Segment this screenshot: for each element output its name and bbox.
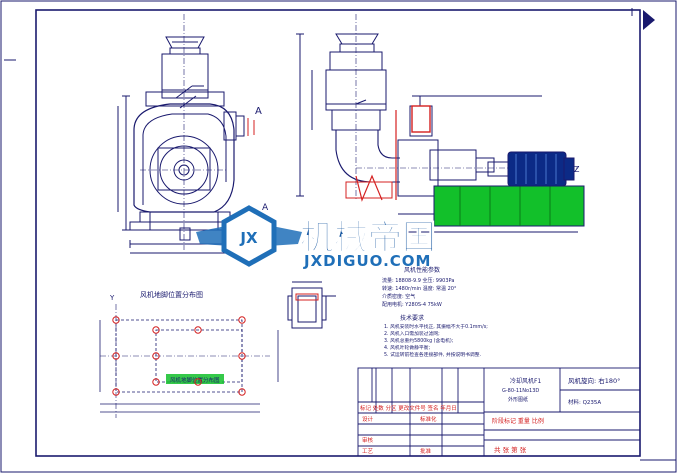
title-stage-mark: 阶段标记 重量 比例 bbox=[492, 417, 544, 425]
axis-label-z: Z bbox=[574, 165, 580, 174]
side-red-base bbox=[345, 181, 393, 199]
foundation-green-strip bbox=[166, 374, 224, 384]
tech-param-line-4: 配用电机: Y280S-4 75kW bbox=[382, 301, 442, 308]
tech-param-line-3: 介质密度: 空气 bbox=[382, 293, 415, 300]
view-marker-a: A bbox=[255, 106, 262, 117]
title-standardize: 标准化 bbox=[420, 415, 437, 423]
title-process: 工艺 bbox=[362, 448, 374, 455]
side-red-support bbox=[355, 174, 383, 202]
title-sheets: 共 张 第 张 bbox=[494, 445, 527, 454]
title-review: 审核 bbox=[362, 436, 374, 444]
title-revision-row: 标记 处数 分区 更改文件号 签名 年月日 bbox=[360, 404, 457, 412]
requirement-5: 5. 试运转前检查各连接部件, 并按说明书调整. bbox=[384, 351, 481, 358]
tech-params-title: 风机性能参数 bbox=[404, 266, 440, 274]
requirement-3: 3. 风机总重约5800kg (含电机); bbox=[384, 337, 454, 344]
inner-frame bbox=[35, 9, 641, 457]
title-name-line-3: 外形图纸 bbox=[508, 396, 528, 403]
requirement-1: 1. 风机安装时水平找正, 其振幅不大于0.1mm/s; bbox=[384, 323, 488, 330]
coupling bbox=[487, 161, 509, 177]
motor-body bbox=[507, 151, 567, 187]
requirement-4: 4. 风机叶轮做静平衡; bbox=[384, 344, 430, 351]
axis-label-y: Y bbox=[109, 294, 115, 302]
requirement-2: 2. 风机入口需加装过滤网; bbox=[384, 330, 440, 337]
motor-endcap bbox=[563, 157, 575, 181]
requirements-title: 技术要求 bbox=[400, 314, 424, 322]
view-marker-a-lower: A bbox=[262, 203, 269, 213]
tech-param-line-2: 转速: 1480r/min 温度: 常温 20° bbox=[382, 285, 457, 292]
tech-param-line-1: 流量: 18808-9.9 全压: 9903Pa bbox=[382, 277, 454, 284]
motor-fins bbox=[515, 154, 557, 184]
watermark-emblem-icon: JX bbox=[196, 205, 302, 267]
anchor-bolts bbox=[112, 316, 246, 396]
detail-red-flange bbox=[295, 293, 319, 301]
base-ribs bbox=[459, 186, 551, 226]
foundation-title: 风机地脚位置分布图 bbox=[140, 290, 203, 299]
frame-arrow-icon bbox=[643, 10, 655, 30]
watermark-logo-text: 机械帝国 bbox=[300, 218, 436, 258]
foundation-plan bbox=[99, 304, 279, 418]
title-design: 设计 bbox=[362, 415, 374, 423]
watermark-domain: JXDIGUO.COM bbox=[303, 252, 431, 270]
title-rotation: 风机旋向: 右180° bbox=[568, 376, 620, 385]
svg-text:JX: JX bbox=[239, 229, 258, 247]
detail-view bbox=[287, 281, 336, 329]
motor-base bbox=[433, 185, 585, 227]
title-block bbox=[357, 367, 641, 457]
title-name-line-2: G-80-11No13D bbox=[502, 388, 539, 394]
title-name-line-1: 冷却风机F1 bbox=[510, 377, 541, 385]
side-flange-red bbox=[411, 105, 431, 133]
title-material: 材料: Q235A bbox=[568, 398, 601, 406]
title-approve: 批准 bbox=[420, 447, 432, 455]
